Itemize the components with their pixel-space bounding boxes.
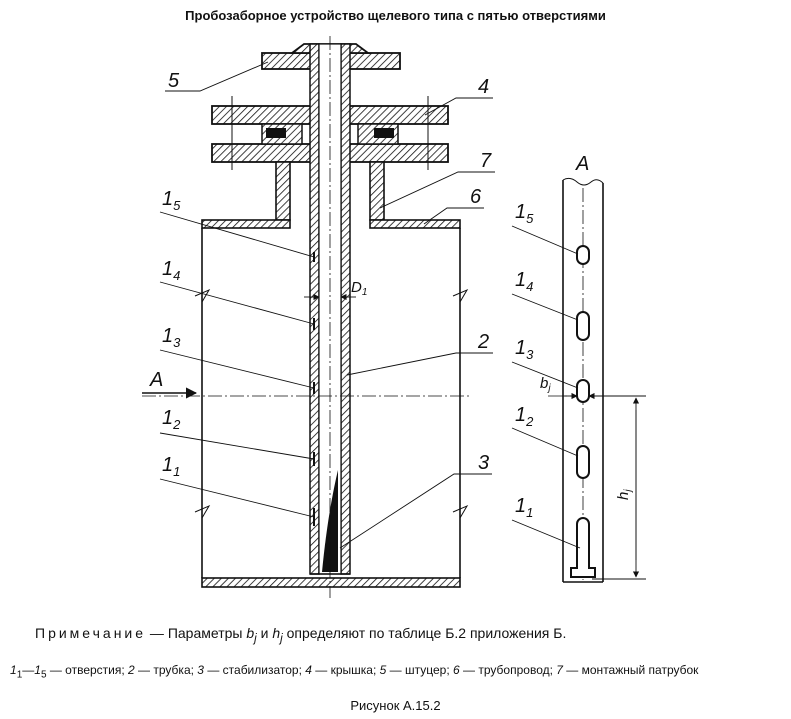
svg-text:5: 5 xyxy=(168,70,180,92)
svg-text:12: 12 xyxy=(515,404,534,429)
svg-text:2: 2 xyxy=(477,331,489,353)
width-label: bj xyxy=(540,375,551,394)
svg-text:4: 4 xyxy=(478,76,489,98)
legend: 11—15 — отверстия; 2 — трубка; 3 — стаби… xyxy=(10,663,699,681)
side-leader-lines xyxy=(511,225,581,549)
diameter-label: D1 xyxy=(351,279,367,298)
svg-text:15: 15 xyxy=(162,188,181,213)
svg-text:11: 11 xyxy=(162,454,180,479)
height-dimension xyxy=(592,395,646,580)
figure-caption: Рисунок А.15.2 xyxy=(350,698,441,713)
svg-text:13: 13 xyxy=(162,325,181,350)
svg-text:12: 12 xyxy=(162,407,181,432)
svg-text:14: 14 xyxy=(162,258,180,283)
part-labels: 5 4 7 6 2 3 xyxy=(168,70,492,474)
svg-text:13: 13 xyxy=(515,337,534,362)
note-prefix: Примечание xyxy=(35,625,147,641)
view-arrow-label: A xyxy=(149,369,163,391)
svg-text:3: 3 xyxy=(478,452,489,474)
height-label: hj xyxy=(615,489,634,500)
hole-labels-side: 15 14 13 12 11 xyxy=(515,201,534,520)
svg-text:15: 15 xyxy=(515,201,534,226)
note: Примечание — Параметры bj и hj определяю… xyxy=(35,625,567,645)
section-label: A xyxy=(575,153,589,175)
svg-text:7: 7 xyxy=(480,150,492,172)
leader-lines xyxy=(159,61,495,549)
hole-labels-main: 15 14 13 12 11 xyxy=(162,188,181,479)
figure-title: Пробозаборное устройство щелевого типа с… xyxy=(185,8,606,23)
svg-text:6: 6 xyxy=(470,186,482,208)
side-slot-holes xyxy=(570,245,596,578)
svg-text:11: 11 xyxy=(515,495,533,520)
svg-text:14: 14 xyxy=(515,269,533,294)
pipeline xyxy=(194,219,469,588)
